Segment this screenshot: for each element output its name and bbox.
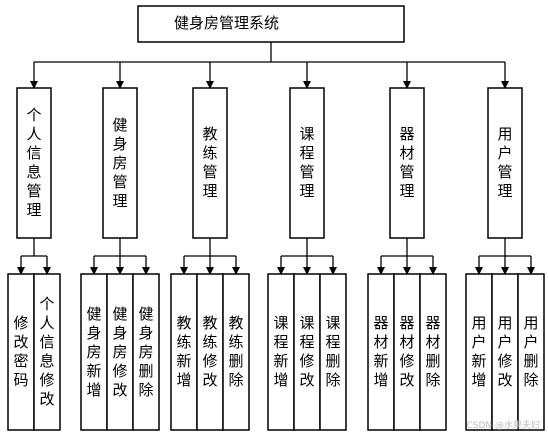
sub-course-0-box <box>267 273 295 431</box>
watermark: CSDN @水果夫妇 <box>466 421 540 431</box>
sub-personal-1-box <box>33 273 61 431</box>
sub-gym-1-box <box>106 273 134 431</box>
sub-course-1-box <box>293 273 321 431</box>
connector-lines <box>17 42 535 275</box>
sub-equipment-0-box <box>367 273 395 431</box>
sub-course-2-box <box>319 273 347 431</box>
sub-personal-0-box <box>7 273 35 431</box>
sub-coach-0-box <box>170 273 198 431</box>
module-gym-box <box>102 87 138 239</box>
sub-gym-2-box <box>132 273 160 431</box>
module-user-box <box>487 87 523 239</box>
module-course-box <box>289 87 325 239</box>
sub-user-1-box <box>491 273 519 431</box>
sub-equipment-2-box <box>419 273 447 431</box>
module-personal-box <box>16 87 52 239</box>
sub-gym-0-box <box>80 273 108 431</box>
module-equipment-box <box>389 87 425 239</box>
module-coach-box <box>192 87 228 239</box>
root-label: 健身房管理系统 <box>174 14 280 32</box>
root-box <box>137 5 405 43</box>
sub-coach-2-box <box>222 273 250 431</box>
sub-user-0-box <box>465 273 493 431</box>
node-boxes <box>7 5 545 431</box>
sub-coach-1-box <box>196 273 224 431</box>
sub-equipment-1-box <box>393 273 421 431</box>
sub-user-2-box <box>517 273 545 431</box>
